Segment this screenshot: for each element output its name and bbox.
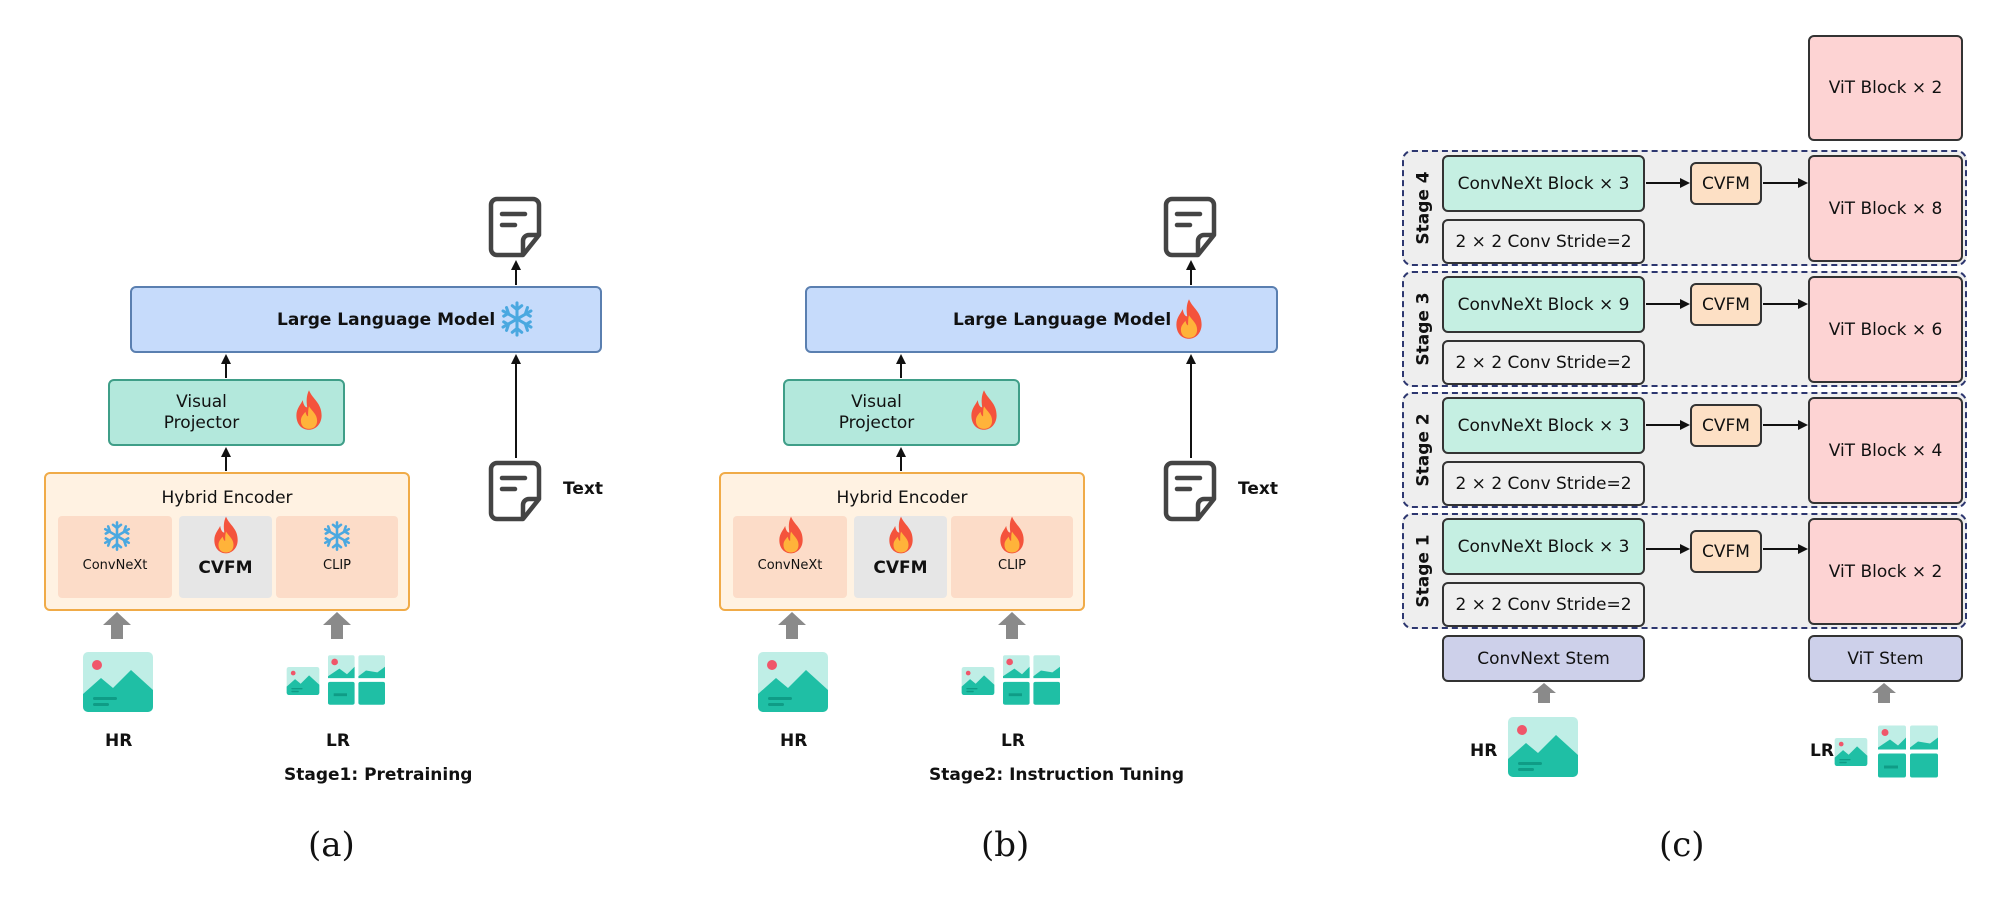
arrow-hr-input: [778, 612, 806, 639]
cvfm-label: CVFM: [198, 558, 253, 578]
convnext-label: ConvNeXt: [82, 558, 148, 573]
lr-label: LR: [1001, 731, 1025, 751]
hybrid-encoder-label: Hybrid Encoder: [161, 488, 293, 508]
conv-downsample: 2 × 2 Conv Stride=2: [1442, 219, 1645, 264]
cvfm-module: CVFM: [854, 516, 947, 598]
vit-block-top: ViT Block × 2: [1808, 35, 1963, 141]
clip-module: CLIP: [276, 516, 398, 598]
conv-downsample: 2 × 2 Conv Stride=2: [1442, 340, 1645, 385]
cvfm-label: CVFM: [873, 558, 928, 578]
hybrid-encoder-b: Hybrid Encoder ConvNeXt CVFM CLIP: [719, 472, 1085, 611]
llm-label: Large Language Model: [277, 309, 496, 330]
projector-label: Visual Projector: [163, 391, 240, 433]
arrow-lr-stem-input: [1872, 683, 1896, 703]
conv-downsample: 2 × 2 Conv Stride=2: [1442, 582, 1645, 627]
hybrid-encoder-a: Hybrid Encoder ConvNeXt CVFM CLIP: [44, 472, 410, 611]
convnext-block: ConvNeXt Block × 9: [1442, 276, 1645, 333]
arrow-lr-input: [998, 612, 1026, 639]
panel-caption: (c): [1659, 825, 1705, 865]
llm-box-a: Large Language Model: [130, 286, 602, 353]
cvfm-module: CVFM: [179, 516, 272, 598]
text-label: Text: [563, 479, 603, 499]
hr-label: HR: [105, 731, 133, 751]
convnext-block: ConvNeXt Block × 3: [1442, 518, 1645, 575]
clip-label: CLIP: [998, 558, 1026, 573]
vit-stem: ViT Stem: [1808, 635, 1963, 682]
panel-caption: (b): [981, 825, 1030, 865]
arrow-hr-stem-input: [1532, 683, 1556, 703]
cvfm-block: CVFM: [1690, 283, 1762, 326]
clip-module: CLIP: [951, 516, 1073, 598]
convnext-module: ConvNeXt: [58, 516, 172, 598]
arrow-lr-input: [323, 612, 351, 639]
cvfm-block: CVFM: [1690, 404, 1762, 447]
lr-label: LR: [1810, 741, 1834, 761]
arrow-hr-input: [103, 612, 131, 639]
vit-block: ViT Block × 8: [1808, 155, 1963, 262]
convnext-block: ConvNeXt Block × 3: [1442, 397, 1645, 454]
llm-label: Large Language Model: [953, 309, 1172, 330]
stage-caption: Stage2: Instruction Tuning: [929, 765, 1185, 785]
convnext-block: ConvNeXt Block × 3: [1442, 155, 1645, 212]
hr-label: HR: [1470, 741, 1498, 761]
vit-block: ViT Block × 6: [1808, 276, 1963, 383]
stage-caption: Stage1: Pretraining: [284, 765, 473, 785]
convnext-label: ConvNeXt: [757, 558, 823, 573]
convnext-stem: ConvNext Stem: [1442, 635, 1645, 682]
vit-block: ViT Block × 4: [1808, 397, 1963, 504]
hybrid-encoder-label: Hybrid Encoder: [836, 488, 968, 508]
conv-downsample: 2 × 2 Conv Stride=2: [1442, 461, 1645, 506]
cvfm-block: CVFM: [1690, 162, 1762, 205]
clip-label: CLIP: [323, 558, 351, 573]
lr-label: LR: [326, 731, 350, 751]
hr-label: HR: [780, 731, 808, 751]
cvfm-block: CVFM: [1690, 530, 1762, 573]
panel-caption: (a): [308, 825, 355, 865]
text-label: Text: [1238, 479, 1278, 499]
convnext-module: ConvNeXt: [733, 516, 847, 598]
projector-label: Visual Projector: [838, 391, 915, 433]
vit-block: ViT Block × 2: [1808, 518, 1963, 625]
